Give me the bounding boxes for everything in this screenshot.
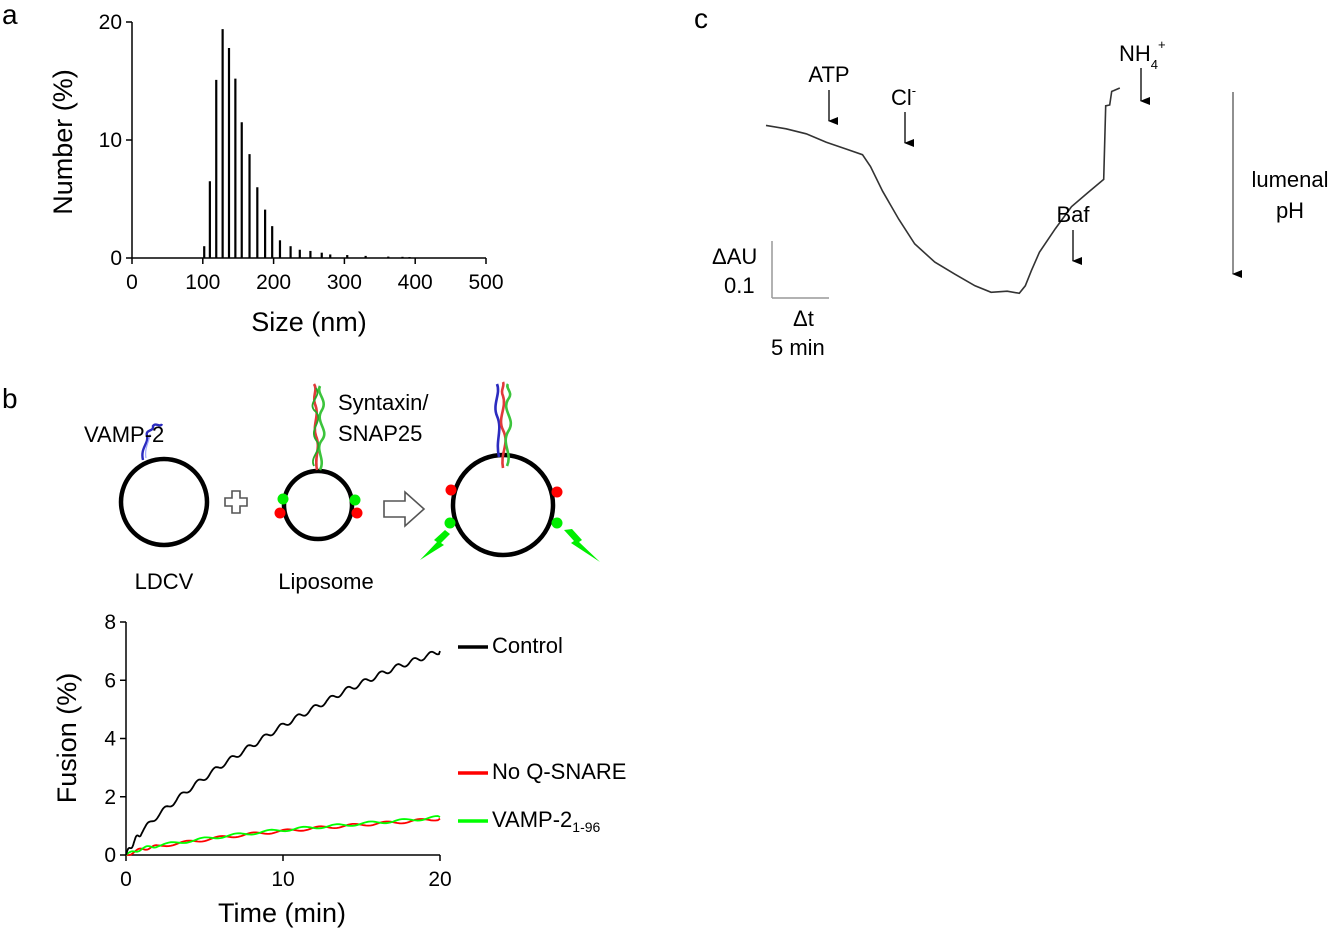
scale-x-label: Δt (793, 306, 814, 331)
x-tick-label-a: 200 (256, 271, 291, 294)
fusion-assay-diagram: VAMP-2 LDCV Syntaxin/ SNAP25 Liposome (84, 381, 600, 594)
vamp-2-label: VAMP-2 (84, 422, 164, 447)
y-tick-label-a: 20 (99, 11, 122, 34)
legend-b: Control No Q-SNARE VAMP-21-96 (458, 633, 626, 835)
ldcv-vesicle (118, 423, 210, 548)
x-tick-label-a: 500 (468, 271, 503, 294)
plus-icon (224, 490, 248, 514)
fluorescence-flash-icon (420, 530, 450, 560)
y-tick-label-b: 4 (104, 728, 116, 751)
axes-a: 0 100 200 300 400 500 0 10 20 (99, 11, 504, 294)
series-lines-b (125, 650, 441, 856)
arrow-right-icon (383, 490, 426, 528)
liposome-label: Liposome (278, 569, 373, 594)
y-tick-label-a: 10 (99, 129, 122, 152)
x-tick-label-a: 300 (327, 271, 362, 294)
axes-b: 0 10 20 0 2 4 6 8 (104, 611, 451, 891)
scale-x-value: 5 min (771, 335, 825, 360)
x-tick-label-a: 0 (126, 271, 138, 294)
x-tick-label-a: 400 (398, 271, 433, 294)
y-axis-title-a: Number (%) (48, 69, 78, 215)
x-tick-label-b: 10 (271, 868, 294, 891)
y-tick-label-b: 6 (104, 669, 116, 692)
y-tick-label-b: 2 (104, 786, 116, 809)
x-axis-title-a: Size (nm) (251, 307, 367, 337)
baf-label: Baf (1056, 202, 1090, 227)
vamp-2-protein-complex (494, 383, 501, 458)
ldcv-label: LDCV (135, 569, 194, 594)
cl-label: Cl- (891, 83, 916, 110)
series-line-no-q-snare (126, 817, 441, 856)
legend-label-control: Control (492, 633, 563, 658)
y-tick-label-b: 8 (104, 611, 116, 634)
panel-letter-b: b (2, 383, 18, 414)
y-tick-label-a: 0 (110, 247, 122, 270)
snap25-label: SNAP25 (338, 421, 422, 446)
syntaxin-label: Syntaxin/ (338, 390, 429, 415)
series-line-control (125, 650, 441, 856)
liposome (274, 383, 363, 542)
size-histogram: Number (%) Size (nm) 0 100 200 300 400 500 0 10… (48, 11, 504, 337)
scale-y-label: ΔAU (712, 244, 757, 269)
legend-label-no-q-snare: No Q-SNARE (492, 759, 626, 784)
y-axis-title-b: Fusion (%) (52, 673, 82, 804)
fluorescence-flash-icon (564, 529, 600, 562)
legend-label-vamp-2-1-96: VAMP-21-96 (492, 807, 601, 835)
snap25-protein (317, 385, 326, 471)
atp-label: ATP (808, 62, 849, 87)
direction-label-ph: pH (1276, 198, 1304, 223)
y-tick-label-b: 0 (104, 844, 116, 867)
fusion-kinetics-chart: Fusion (%) Time (min) 0 10 20 0 2 4 6 8 Control… (52, 611, 626, 928)
ph-trace-line (765, 87, 1121, 295)
scale-y-value: 0.1 (724, 273, 755, 298)
vamp-2-protein (141, 423, 164, 461)
fused-vesicle (420, 381, 600, 562)
x-tick-label-a: 100 (185, 271, 220, 294)
bars-a (203, 29, 411, 258)
panel-letter-c: c (694, 3, 708, 34)
lumenal-ph-trace: ATP Cl- Baf NH4+ ΔAU 0.1 Δt 5 min lumena… (712, 37, 1329, 360)
series-line-vamp-2 (125, 815, 441, 856)
direction-label-lumenal: lumenal (1251, 167, 1328, 192)
panel-letter-a: a (2, 0, 18, 30)
scale-bar: ΔAU 0.1 Δt 5 min (712, 241, 829, 360)
nh4-label: NH4+ (1119, 37, 1166, 72)
x-axis-title-b: Time (min) (218, 898, 346, 928)
x-tick-label-b: 0 (120, 868, 132, 891)
x-tick-label-b: 20 (428, 868, 451, 891)
